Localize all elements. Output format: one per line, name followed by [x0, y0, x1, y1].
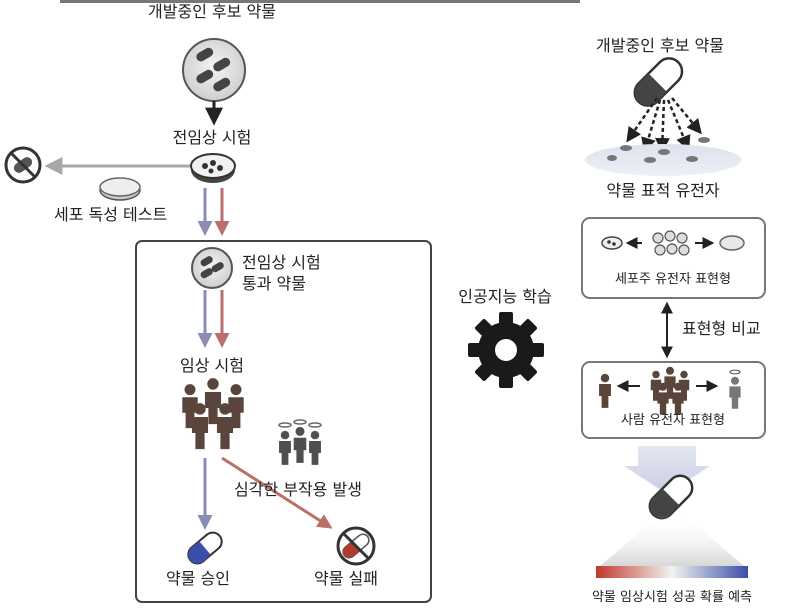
target-zone [585, 144, 741, 176]
approved-pill-icon [187, 531, 223, 565]
failed-label: 약물 실패 [314, 569, 378, 588]
gear-icon [468, 312, 544, 388]
target-spread-arrows [626, 97, 702, 153]
human-phenotype-icons [599, 366, 741, 415]
human-phenotype-label: 사람 유전자 표현형 [621, 413, 725, 428]
preclinical-label: 전임상 시험 [172, 128, 252, 147]
red-arrow-to-failure [221, 456, 333, 529]
crossed-pill-icon [4, 146, 42, 184]
clinical-label: 임상 시험 [180, 356, 244, 375]
compare-label: 표현형 비교 [682, 319, 761, 338]
cell-phenotype-icons [601, 230, 745, 256]
petri-dish-icon [190, 153, 236, 183]
clinical-process-box [135, 240, 432, 603]
projection-beam [600, 515, 744, 566]
target-gene-label: 약물 표적 유전자 [606, 181, 720, 200]
angel-people-icon [278, 419, 322, 465]
left-candidate-plate-icon [182, 38, 246, 102]
people-group-icon [182, 378, 244, 450]
right-candidate-label: 개발중인 후보 약물 [596, 36, 724, 55]
passed-plate-icon [191, 247, 233, 289]
approved-label: 약물 승인 [166, 569, 230, 588]
cytotox-dish-icon [99, 177, 141, 201]
passed-label-line2: 통과 약물 [242, 274, 306, 293]
ai-learning-label: 인공지능 학습 [458, 287, 552, 306]
right-candidate-pill-icon [633, 57, 684, 107]
prediction-pill-icon [648, 474, 694, 520]
cell-phenotype-label: 세포주 유전자 표현형 [615, 272, 731, 287]
side-effect-label: 심각한 부작용 발생 [234, 480, 362, 499]
top-decorative-bar [60, 0, 580, 3]
probability-gradient-bar [596, 566, 748, 578]
passed-label-line1: 전임상 시험 [242, 253, 321, 272]
cytotox-label: 세포 독성 테스트 [54, 205, 168, 224]
down-flow-arrow [624, 446, 710, 494]
target-gene-dots [607, 137, 710, 163]
prediction-label: 약물 임상시험 성공 확률 예측 [591, 590, 753, 605]
failed-pill-icon [336, 526, 376, 566]
left-candidate-label: 개발중인 후보 약물 [148, 2, 276, 21]
